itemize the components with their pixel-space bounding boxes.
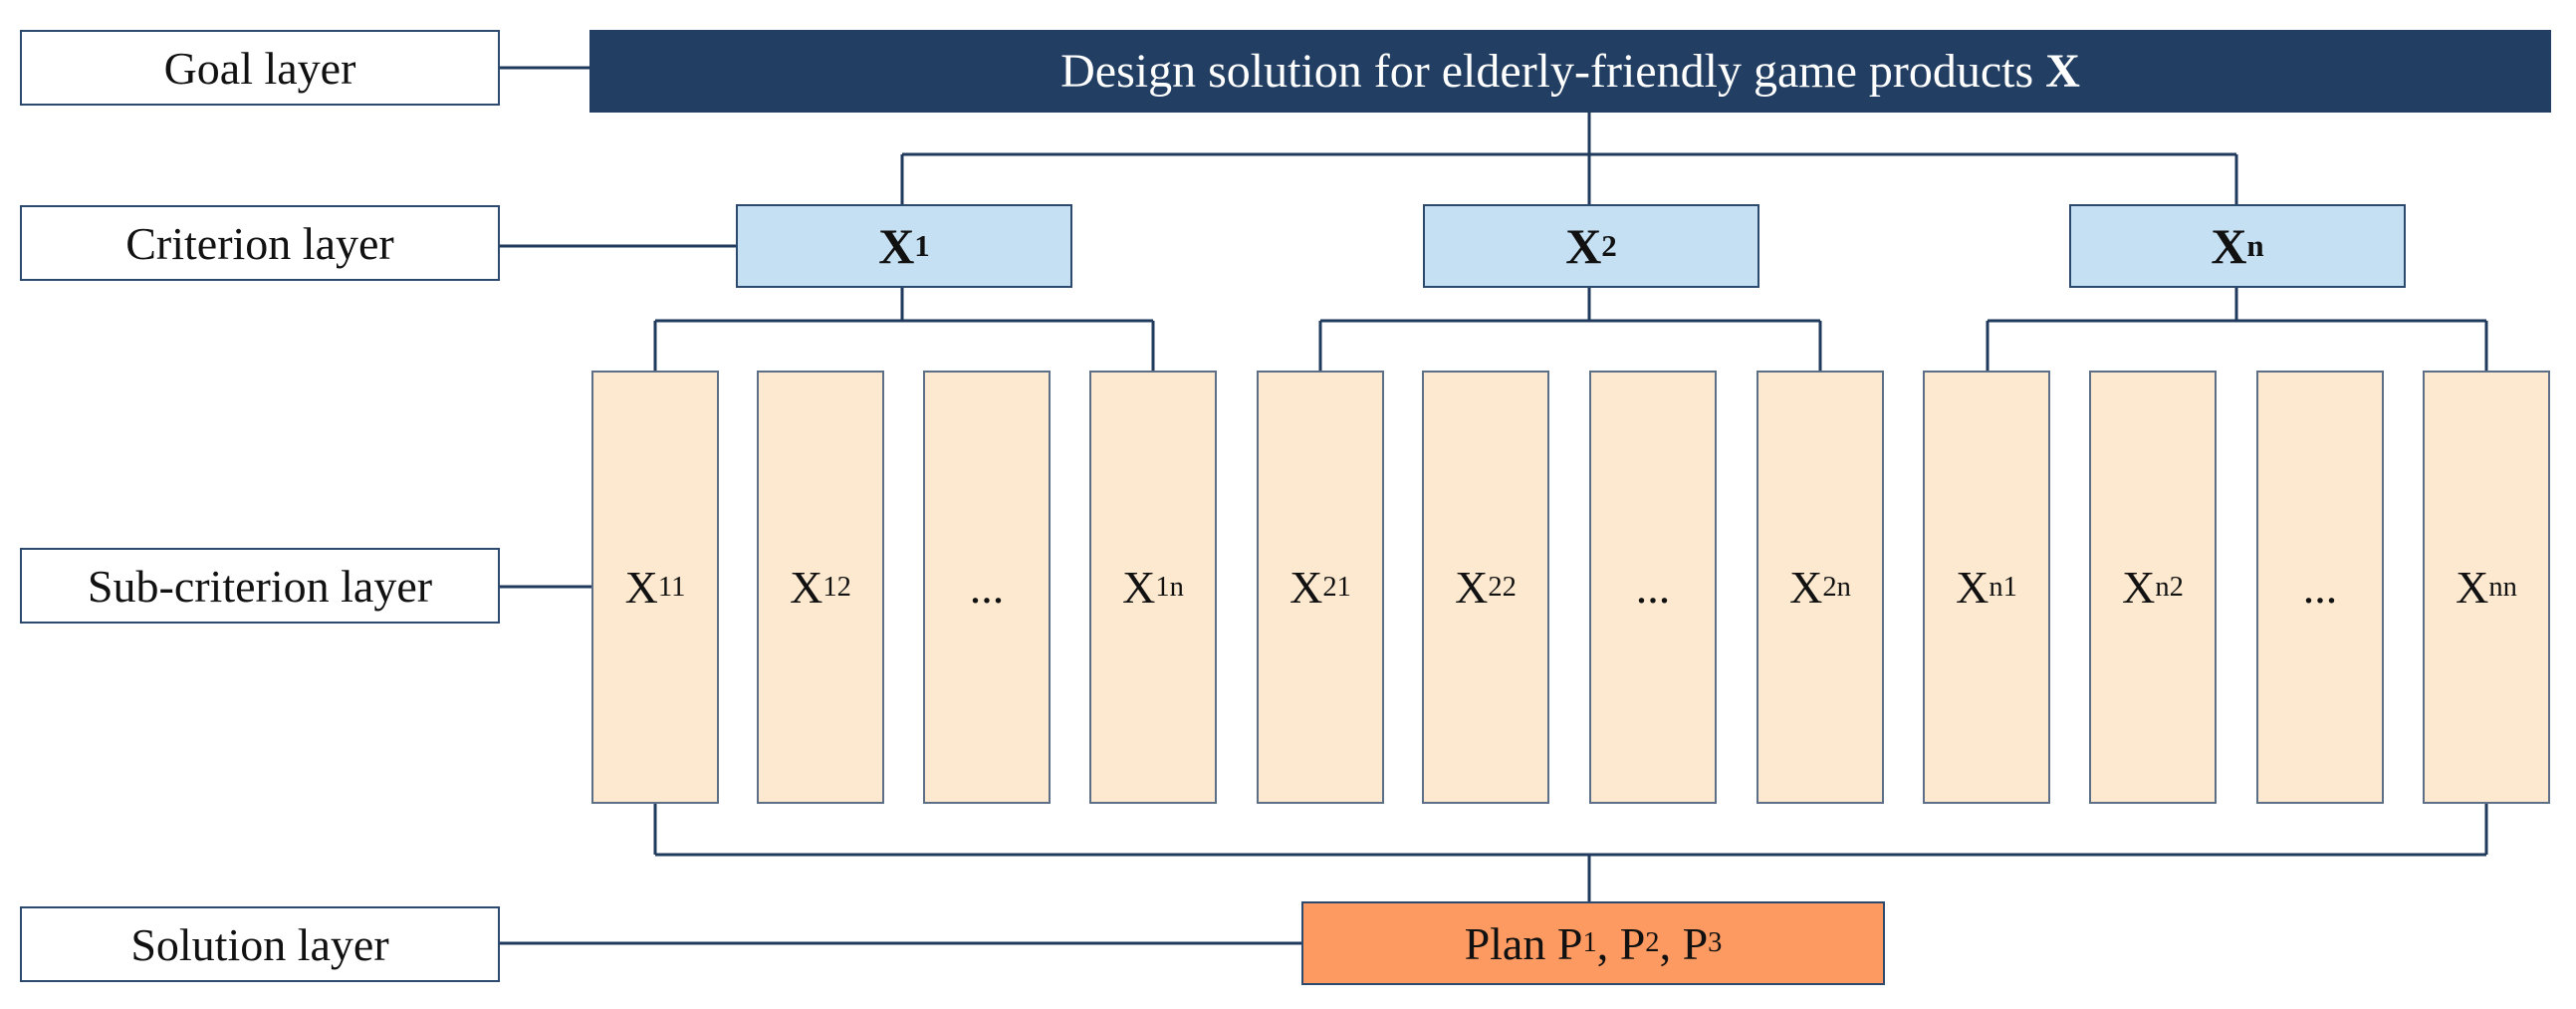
sub-criterion-base: ... bbox=[2302, 562, 2338, 613]
solution-prefix: Plan P bbox=[1464, 917, 1583, 969]
goal-node-text: Design solution for elderly-friendly gam… bbox=[1060, 45, 2046, 98]
goal-layer-label-text: Goal layer bbox=[163, 42, 356, 94]
sub-criterion-base: X bbox=[2122, 562, 2156, 613]
sub-criterion-base: X bbox=[1956, 562, 1990, 613]
goal-layer-label: Goal layer bbox=[20, 30, 500, 106]
sub-criterion-base: X bbox=[1122, 562, 1156, 613]
sub-criterion-sub: nn bbox=[2488, 571, 2517, 603]
solution-sub-1: 1 bbox=[1582, 927, 1597, 958]
criterion-node-1-sub: 1 bbox=[914, 228, 930, 263]
sub-criterion-base: X bbox=[1789, 562, 1823, 613]
sub-criterion-base: ... bbox=[1635, 562, 1671, 613]
solution-sub-3: 3 bbox=[1708, 927, 1723, 958]
sub-criterion-sub: 21 bbox=[1322, 571, 1351, 603]
sub-criterion-sub: 2n bbox=[1822, 571, 1851, 603]
sub-criterion-base: ... bbox=[969, 562, 1005, 613]
sub-criterion-base: X bbox=[790, 562, 823, 613]
sub-criterion-sub: 1n bbox=[1155, 571, 1184, 603]
sub-criterion-node: ... bbox=[1589, 371, 1717, 804]
sub-criterion-node: ... bbox=[2256, 371, 2384, 804]
goal-node: Design solution for elderly-friendly gam… bbox=[589, 30, 2551, 113]
sub-criterion-base: X bbox=[624, 562, 658, 613]
solution-sep-1: , P bbox=[1596, 917, 1646, 969]
sub-criterion-layer-label: Sub-criterion layer bbox=[20, 548, 500, 624]
criterion-node-2-sub: 2 bbox=[1601, 228, 1617, 263]
criterion-layer-label: Criterion layer bbox=[20, 205, 500, 281]
solution-sub-2: 2 bbox=[1645, 927, 1660, 958]
criterion-node-1-base: X bbox=[878, 218, 915, 274]
solution-layer-label-text: Solution layer bbox=[130, 918, 389, 970]
sub-criterion-base: X bbox=[2456, 562, 2489, 613]
criterion-node-2-base: X bbox=[1565, 218, 1602, 274]
criterion-layer-label-text: Criterion layer bbox=[125, 217, 394, 269]
sub-criterion-base: X bbox=[1455, 562, 1489, 613]
sub-criterion-node: ... bbox=[923, 371, 1051, 804]
sub-criterion-sub: 11 bbox=[657, 571, 686, 603]
sub-criterion-base: X bbox=[1289, 562, 1323, 613]
criterion-node-n-base: X bbox=[2211, 218, 2247, 274]
sub-criterion-sub: 12 bbox=[822, 571, 851, 603]
sub-criterion-layer-label-text: Sub-criterion layer bbox=[87, 560, 433, 612]
solution-layer-label: Solution layer bbox=[20, 906, 500, 982]
sub-criterion-sub: n1 bbox=[1989, 571, 2017, 603]
sub-criterion-sub: 22 bbox=[1488, 571, 1517, 603]
goal-node-symbol: X bbox=[2045, 45, 2080, 98]
criterion-node-n-sub: n bbox=[2246, 228, 2264, 263]
sub-criterion-sub: n2 bbox=[2155, 571, 2184, 603]
solution-sep-2: , P bbox=[1659, 917, 1709, 969]
